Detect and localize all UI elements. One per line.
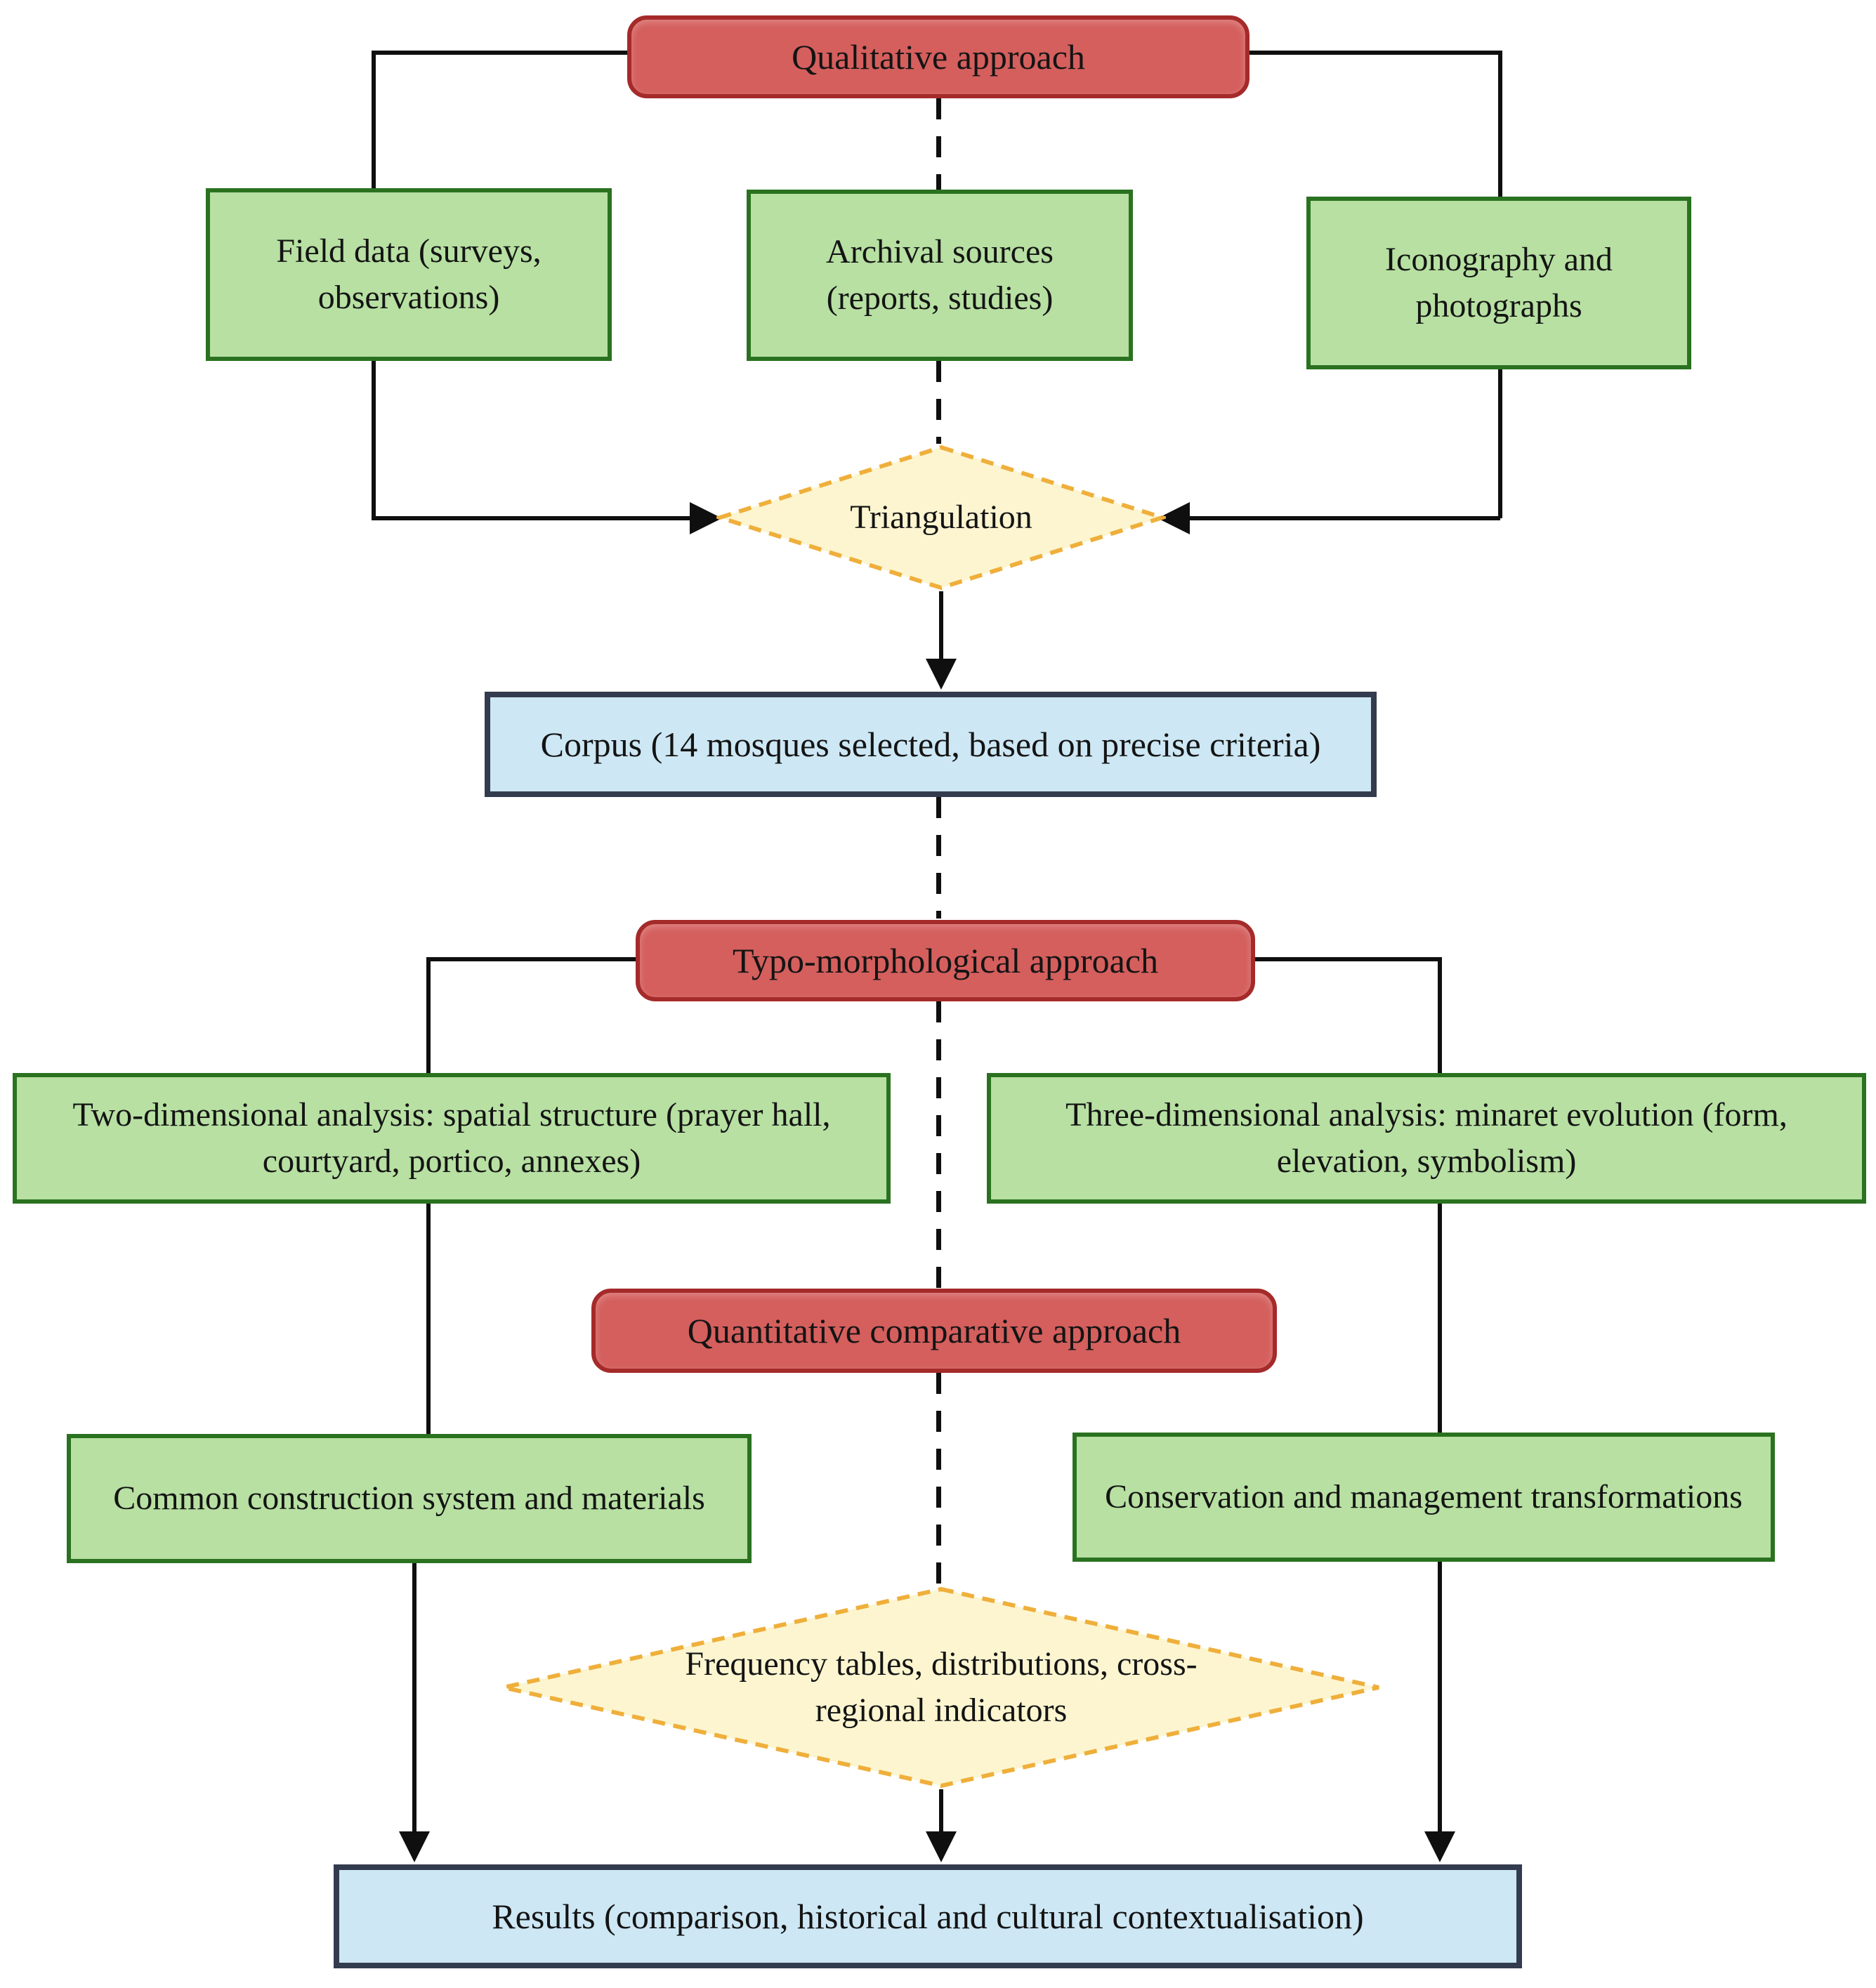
node-quantitative-approach: Quantitative comparative approach — [591, 1289, 1277, 1373]
connector-construction-results — [412, 1563, 416, 1834]
node-conservation-management: Conservation and management transformati… — [1073, 1433, 1775, 1562]
arrowhead-into-corpus — [926, 659, 957, 690]
node-two-dimensional-label: Two-dimensional analysis: spatial struct… — [72, 1095, 831, 1180]
connector-qualitative-left-horizontal — [374, 51, 627, 55]
connector-twodim-construction — [426, 1204, 431, 1434]
node-results: Results (comparison, historical and cult… — [334, 1864, 1522, 1968]
connector-typo-right-vertical — [1438, 957, 1442, 1073]
node-iconography-label: Iconography and photographs — [1385, 240, 1613, 324]
arrowhead-results-left — [399, 1831, 430, 1862]
connector-iconography-to-triangulation — [1190, 516, 1500, 520]
connector-qualitative-archival-dashed — [936, 98, 941, 190]
node-archival-sources: Archival sources (reports, studies) — [747, 190, 1133, 361]
connector-typo-left-vertical — [426, 957, 431, 1073]
node-frequency-label: Frequency tables, distributions, cross-r… — [685, 1645, 1198, 1729]
node-quantitative-label: Quantitative comparative approach — [687, 1310, 1181, 1350]
arrowhead-results-center — [926, 1831, 957, 1862]
connector-iconography-down — [1498, 369, 1502, 518]
connector-typo-left-horizontal — [428, 957, 636, 961]
connector-fielddata-down — [372, 361, 376, 518]
node-iconography: Iconography and photographs — [1306, 197, 1691, 369]
node-typo-morphological-label: Typo-morphological approach — [732, 940, 1159, 980]
node-frequency-diamond: Frequency tables, distributions, cross-r… — [500, 1586, 1382, 1789]
connector-typo-right-horizontal — [1255, 957, 1440, 961]
triangulation-diamond-shape — [716, 445, 1166, 591]
node-triangulation-diamond: Triangulation — [716, 444, 1166, 591]
node-corpus-label: Corpus (14 mosques selected, based on pr… — [540, 724, 1321, 764]
node-construction-system: Common construction system and materials — [67, 1434, 752, 1563]
connector-typo-quantitative-dashed — [936, 1001, 941, 1289]
connector-fielddata-to-triangulation — [372, 516, 692, 520]
node-two-dimensional-analysis: Two-dimensional analysis: spatial struct… — [13, 1073, 891, 1204]
node-typo-morphological-approach: Typo-morphological approach — [636, 920, 1255, 1001]
connector-threedim-conservation — [1438, 1204, 1442, 1433]
connector-archival-triangulation-dashed — [936, 361, 941, 444]
node-archival-sources-label: Archival sources (reports, studies) — [826, 232, 1054, 317]
connector-qualitative-left-vertical — [372, 51, 376, 188]
node-construction-label: Common construction system and materials — [113, 1479, 705, 1517]
node-field-data-label: Field data (surveys, observations) — [276, 232, 542, 316]
frequency-diamond-shape — [503, 1586, 1379, 1789]
node-results-label: Results (comparison, historical and cult… — [492, 1896, 1364, 1936]
node-corpus: Corpus (14 mosques selected, based on pr… — [485, 692, 1377, 797]
node-qualitative-approach: Qualitative approach — [627, 15, 1249, 98]
node-three-dimensional-analysis: Three-dimensional analysis: minaret evol… — [987, 1073, 1866, 1204]
connector-corpus-typo-dashed — [936, 797, 941, 919]
node-triangulation-label: Triangulation — [850, 498, 1032, 536]
connector-qualitative-right-vertical — [1498, 51, 1502, 197]
connector-triangulation-corpus — [939, 591, 943, 663]
node-field-data: Field data (surveys, observations) — [206, 188, 612, 361]
connector-quantitative-frequency-dashed — [936, 1373, 941, 1584]
connector-frequency-results — [939, 1789, 943, 1834]
node-qualitative-approach-label: Qualitative approach — [792, 37, 1085, 77]
connector-qualitative-right-horizontal — [1249, 51, 1500, 55]
arrowhead-results-right — [1424, 1831, 1455, 1862]
node-three-dimensional-label: Three-dimensional analysis: minaret evol… — [1065, 1095, 1788, 1180]
connector-conservation-results — [1438, 1562, 1442, 1834]
node-conservation-label: Conservation and management transformati… — [1105, 1477, 1743, 1515]
